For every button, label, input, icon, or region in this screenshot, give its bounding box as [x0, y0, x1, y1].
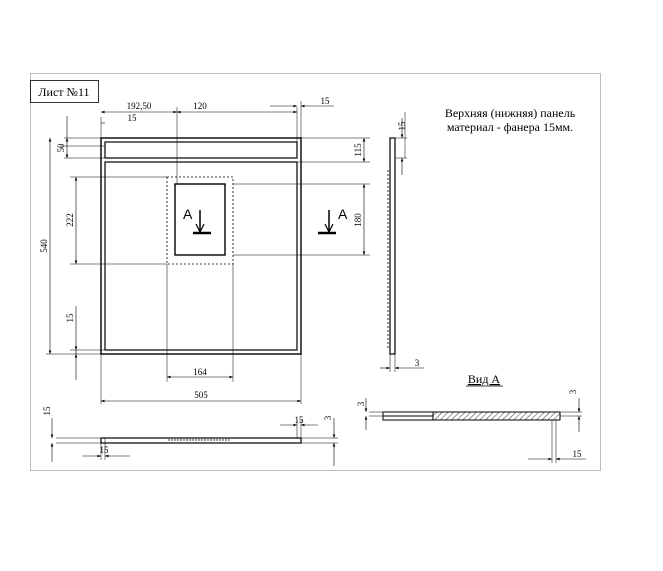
dim-3-side: 3	[415, 358, 420, 368]
sheet-label-box: Лист №11	[30, 80, 99, 103]
dim-15-bottom-left: 15	[42, 406, 52, 416]
dim-540: 540	[39, 239, 49, 253]
dim-15-left: 15	[65, 313, 75, 323]
dim-505: 505	[194, 390, 208, 400]
dim-192-50: 192,50	[127, 101, 152, 111]
dim-222: 222	[65, 213, 75, 227]
cutout-dashed	[166, 176, 234, 265]
view-a-section	[364, 398, 586, 463]
view-a-label: Вид А	[468, 372, 501, 386]
dim-15-top: 15	[128, 113, 138, 123]
dim-50: 50	[56, 143, 66, 153]
dim-15-right: 15	[321, 96, 331, 106]
title-line-2: материал - фанера 15мм.	[447, 120, 573, 134]
dim-3-view-a-right: 3	[568, 389, 578, 394]
dim-15-side: 15	[397, 121, 407, 131]
panel-side-view	[380, 112, 424, 372]
cutout	[174, 183, 226, 256]
panel-front-view	[100, 137, 302, 355]
extension-lines	[46, 101, 370, 404]
dim-15-bottom-b: 15	[295, 415, 305, 425]
panel-bottom-view	[50, 418, 338, 466]
dim-164: 164	[193, 367, 207, 377]
dim-15-view-a: 15	[573, 449, 583, 459]
sheet-label: Лист №11	[38, 85, 89, 99]
section-marker-right: A	[318, 206, 348, 235]
dim-180: 180	[353, 213, 363, 227]
dim-3-bottom: 3	[323, 415, 333, 420]
dim-15-bottom-a: 15	[100, 445, 110, 455]
svg-text:A: A	[338, 206, 348, 222]
dim-120: 120	[193, 101, 207, 111]
dimension-lines	[48, 104, 366, 403]
section-marker-left: A	[183, 206, 211, 235]
svg-text:A: A	[183, 206, 193, 222]
title-line-1: Верхняя (нижняя) панель	[445, 106, 576, 120]
dim-115: 115	[353, 143, 363, 157]
dim-3-view-a-left: 3	[356, 401, 366, 406]
sheet-frame	[30, 73, 601, 471]
